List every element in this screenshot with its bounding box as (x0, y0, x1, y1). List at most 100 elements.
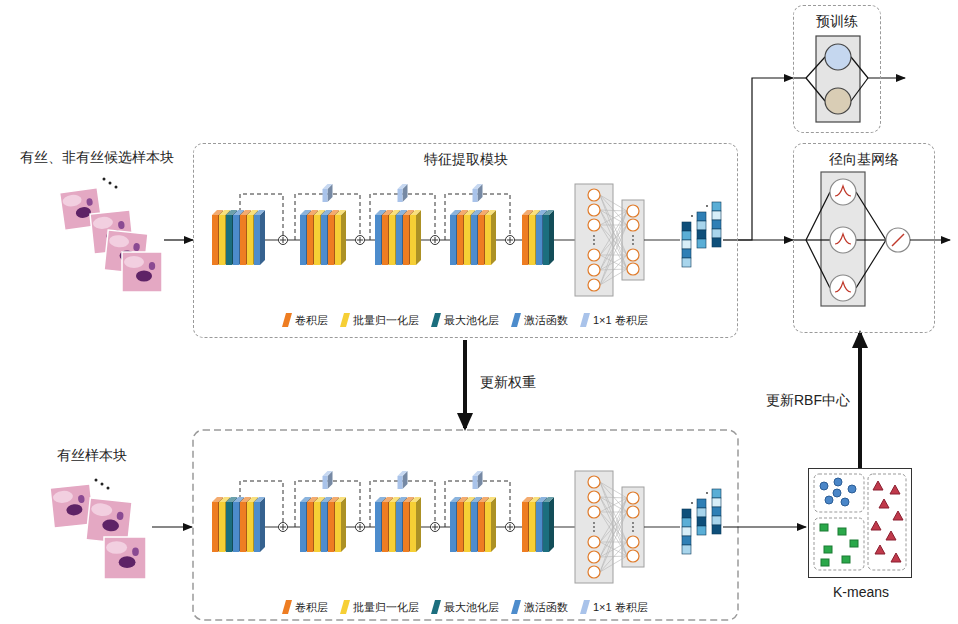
layer-face (321, 502, 327, 552)
layer-face (471, 502, 477, 552)
wire (806, 239, 830, 240)
layer-face (382, 215, 388, 265)
ellipsis-dot (632, 530, 634, 532)
layer-top (543, 210, 554, 215)
neuron (627, 550, 639, 562)
layer-face (457, 215, 463, 265)
connector (858, 333, 862, 468)
layer-face (240, 502, 246, 552)
feature-cell (682, 545, 691, 554)
layer-side (416, 497, 421, 552)
layer-side (549, 210, 554, 265)
legend-item: 批量归一化层 (340, 313, 419, 327)
connector (738, 78, 793, 240)
layer-face (543, 215, 549, 265)
ellipsis-dot (593, 530, 595, 532)
neuron (588, 264, 600, 276)
sum-sign (357, 524, 363, 530)
path-line (644, 239, 680, 240)
network (212, 184, 738, 296)
layer-face (254, 215, 260, 265)
legend-swatch (580, 313, 590, 327)
feature-cell (712, 229, 721, 238)
wire (806, 240, 830, 288)
nucleus (75, 206, 92, 219)
feature-cell (682, 231, 691, 240)
neuron (588, 249, 600, 261)
feature-cell (712, 525, 721, 534)
fc-weight (600, 497, 627, 498)
group-label: K-means (833, 583, 889, 601)
cluster-plot (814, 474, 906, 570)
path-line (723, 239, 738, 240)
neuron (588, 566, 600, 578)
fc-weight (600, 195, 627, 269)
legend-swatch-shape (580, 600, 590, 614)
cluster-point (842, 556, 850, 563)
fc-weight (600, 225, 627, 269)
fc-weight (600, 210, 627, 211)
legend-swatch-shape (282, 600, 292, 614)
layer-side (491, 210, 496, 265)
tissue (106, 541, 127, 554)
legend-text: 卷积层 (295, 313, 328, 327)
feature-cell (697, 517, 706, 526)
layer-face (398, 476, 403, 489)
layer-face (382, 502, 388, 552)
layer-face (471, 215, 477, 265)
ellipsis-dot (95, 479, 98, 482)
fc-weight (600, 498, 627, 572)
layer-top (485, 497, 496, 502)
layer-face (464, 215, 470, 265)
legend-item: 1×1 卷积层 (580, 313, 648, 327)
nucleus (149, 262, 155, 270)
feature-cell (682, 518, 691, 527)
cluster-box (814, 474, 864, 512)
tissue (62, 194, 82, 208)
cluster-point (879, 499, 889, 508)
edge-label: 更新RBF中心 (764, 390, 852, 410)
tissue (92, 216, 113, 230)
cluster-point (893, 511, 903, 520)
legend-swatch-shape (340, 313, 350, 327)
layer-face (375, 215, 381, 265)
cluster-point (875, 545, 885, 554)
layer-face (543, 502, 549, 552)
neuron (588, 536, 600, 548)
legend-text: 批量归一化层 (353, 600, 419, 614)
layer-top (485, 210, 496, 215)
fc-weight (600, 211, 627, 285)
layer-top (473, 184, 483, 189)
box-title: 径向基网络 (829, 150, 899, 168)
fc-weight (600, 542, 627, 572)
neuron (825, 88, 851, 114)
ellipsis-dot (706, 492, 708, 494)
ellipsis-dot (107, 487, 110, 490)
feature-cell (697, 526, 706, 535)
layer-face (307, 215, 313, 265)
feature-cell (697, 221, 706, 230)
layer-face (529, 215, 535, 265)
layer-face (247, 502, 253, 552)
layer-face (328, 502, 334, 552)
ellipsis-dot (691, 502, 693, 504)
nucleus (132, 548, 139, 556)
sum-sign (280, 524, 286, 530)
ellipsis-dot (593, 243, 595, 245)
cluster-point (850, 540, 858, 547)
feature-cell (712, 202, 721, 211)
neuron (627, 219, 639, 231)
path-line (723, 526, 806, 527)
legend-item: 卷积层 (282, 313, 328, 327)
wire (856, 192, 886, 240)
feature-cell (682, 222, 691, 231)
feature-cell (712, 516, 721, 525)
ellipsis-dot (115, 186, 118, 189)
tissue (109, 234, 130, 248)
layer-face (464, 502, 470, 552)
patch-ground (104, 537, 146, 579)
ellipsis-dot (593, 239, 595, 241)
legend-item: 最大池化层 (431, 600, 499, 614)
box-title: 预训练 (816, 12, 858, 30)
